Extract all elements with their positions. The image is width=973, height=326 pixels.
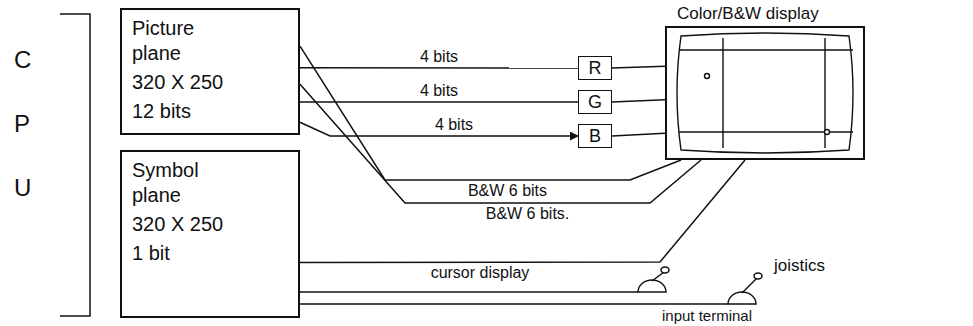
node-title: G (588, 92, 602, 112)
node-title: Color/B&W display (675, 4, 821, 24)
bus-width-label: 4 bits (418, 48, 460, 66)
signal-line (300, 46, 681, 180)
signal-line (612, 133, 665, 136)
node-title: B (589, 126, 601, 146)
node-title: Symbol plane (132, 158, 199, 208)
signal-line (612, 100, 665, 102)
device-label: joistics (772, 256, 827, 275)
color-channel-box: G (578, 90, 612, 114)
signal-line (300, 160, 745, 263)
signal-line (300, 67, 578, 69)
memory-plane-box: Symbol plane 320 X 250 1 bit (120, 150, 300, 318)
color-channel-box: B (578, 124, 612, 148)
joystick-wire (300, 291, 638, 293)
signal-line (300, 101, 578, 103)
connector-layer (300, 46, 745, 263)
bus-width-label: 4 bits (433, 116, 475, 134)
memory-plane-box: Picture plane 320 X 250 12 bits (120, 8, 300, 135)
node-detail: 320 X 250 (132, 212, 288, 237)
color-channel-box: R (578, 56, 612, 80)
device-label: input terminal (660, 307, 754, 324)
joystick-wires (300, 292, 728, 304)
bus-width-label: 4 bits (418, 82, 460, 100)
node-detail: 12 bits (132, 99, 288, 124)
crt-screen (667, 28, 863, 158)
joystick (638, 267, 669, 292)
joystick-wire (300, 303, 728, 305)
joystick (728, 273, 762, 304)
node-title: Picture plane (132, 16, 194, 66)
bus-width-label: cursor display (429, 264, 532, 282)
node-title: CPU (14, 28, 38, 220)
signal-line (300, 84, 701, 203)
node-title: R (589, 58, 602, 78)
node-detail: 1 bit (132, 241, 288, 266)
display-monitor: Color/B&W display (665, 26, 865, 160)
bus-width-label: B&W 6 bits. (484, 205, 572, 223)
bus-width-label: B&W 6 bits (466, 182, 549, 200)
cpu-bracket: CPU (8, 12, 92, 318)
signal-line (612, 66, 665, 68)
node-detail: 320 X 250 (132, 70, 288, 95)
